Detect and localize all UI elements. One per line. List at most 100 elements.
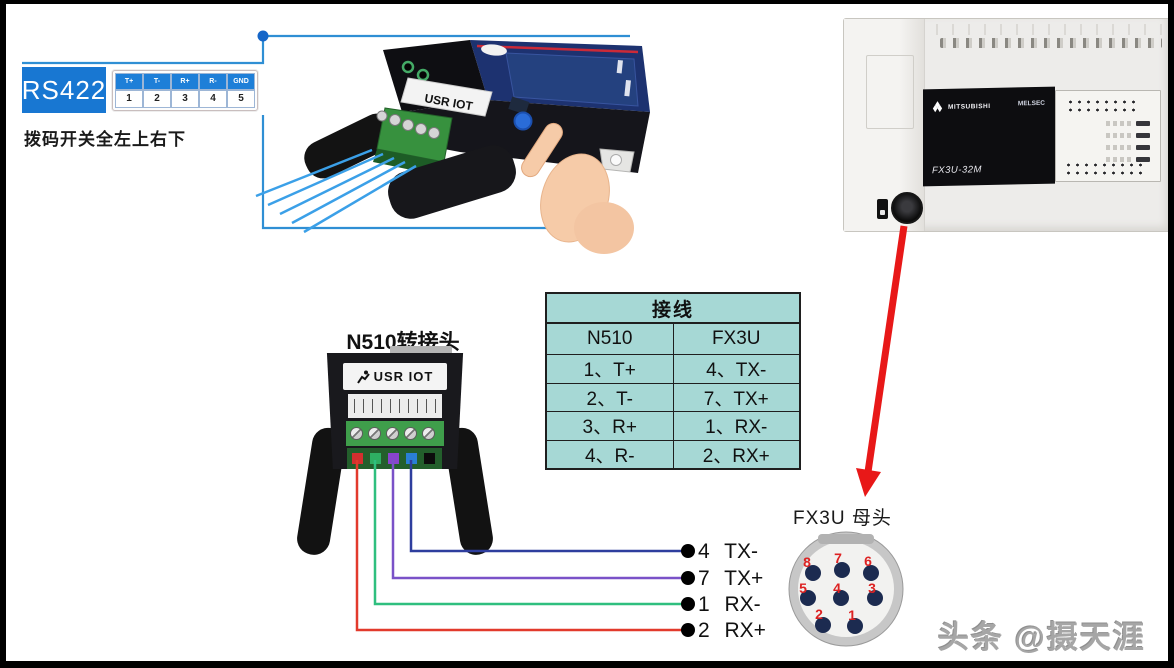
pin-number-6: 6 <box>864 553 872 569</box>
table-cell: 3、R+ <box>582 417 637 439</box>
dip-switch-caption: 拨码开关全左上右下 <box>24 130 186 149</box>
adapter-wire-entries <box>347 448 442 469</box>
connector-shell-left <box>304 113 396 179</box>
wire-entry-blue <box>406 453 417 464</box>
rs422-pin-header-row: T+ T- R+ R- GND <box>115 73 255 90</box>
plc-io-leds-bottom <box>1064 161 1142 176</box>
rs422-label: RS422 <box>21 74 107 105</box>
plc-power-switch <box>877 199 888 219</box>
pin-number: 5 <box>227 90 255 108</box>
plc-led-panel <box>1055 90 1161 182</box>
terminal-screw <box>350 427 363 440</box>
adapter-db9-back <box>390 346 452 355</box>
table-row: 3、R+ 1、RX- <box>547 412 799 441</box>
wiring-table-header-row: N510 FX3U <box>547 324 799 355</box>
wire-purple <box>391 460 688 580</box>
pin-number: 2 <box>143 90 171 108</box>
adapter-terminal-block <box>346 421 444 446</box>
table-cell: 1、T+ <box>583 360 636 382</box>
adapter-pin-markings <box>348 394 442 418</box>
watermark: 头条 @摄天涯 <box>938 620 1146 655</box>
wire-end-dots <box>681 544 695 637</box>
rs422-pinout-table: T+ T- R+ R- GND 1 2 3 4 5 <box>112 70 258 111</box>
table-cell: 1、RX- <box>672 412 800 440</box>
table-row: 2、T- 7、TX+ <box>547 383 800 412</box>
pin-header: GND <box>227 73 255 90</box>
pin-number-8: 8 <box>803 554 811 570</box>
table-cell: 2、RX+ <box>672 440 800 468</box>
plc-vents <box>936 24 1164 35</box>
wire-entry-green <box>370 453 381 464</box>
plc-status-led <box>1106 145 1150 150</box>
pin-number-3: 3 <box>868 580 876 596</box>
plc-round-port <box>891 192 923 224</box>
wire-label-2-rx+: 2 RX+ <box>698 619 766 642</box>
pin-header: R+ <box>171 73 199 90</box>
pin-number-2: 2 <box>815 606 823 622</box>
pin-number: 1 <box>115 90 143 108</box>
connector-key-notch <box>818 534 874 544</box>
blue-button <box>513 111 533 131</box>
wire-red <box>355 460 688 632</box>
wiring-table: 接线 N510 FX3U 1、T+ 4、TX- 2、T- 7、TX+ 3、R+ … <box>545 292 801 470</box>
pin-header: T+ <box>115 73 143 90</box>
plc-terminal-strip <box>940 38 1162 48</box>
mitsubishi-logo-icon <box>932 101 943 113</box>
table-cell: 2、T- <box>586 388 633 410</box>
adapter-brand-text: USR IOT <box>373 369 434 384</box>
fx3u-female-connector: 8 7 6 5 4 3 2 1 <box>788 531 904 647</box>
column-header-fx3u: FX3U <box>672 324 800 354</box>
terminal-screw <box>368 427 381 440</box>
connector-pins <box>800 562 883 634</box>
red-arrow <box>856 225 908 497</box>
pin-header: T- <box>143 73 171 90</box>
mitsubishi-plc-photo: MITSUBISHI MELSEC FX3U-32M <box>843 18 1171 232</box>
pin-number-4: 4 <box>833 580 841 596</box>
pin-number: 4 <box>199 90 227 108</box>
terminal-screw <box>386 427 399 440</box>
plc-cover-outline <box>866 55 914 129</box>
terminal-screw <box>422 427 435 440</box>
connector-pin-numbers: 8 7 6 5 4 3 2 1 <box>799 550 876 623</box>
plc-status-led <box>1106 133 1150 138</box>
wire-blue <box>409 460 688 553</box>
plc-status-led <box>1106 157 1150 162</box>
table-cell: 4、TX- <box>672 355 800 383</box>
wire-label-4-tx-: 4 TX- <box>698 540 758 563</box>
pin-number-1: 1 <box>848 607 856 623</box>
adapter-brand-plate: USR IOT <box>343 363 447 390</box>
table-row: 4、R- 2、RX+ <box>547 440 800 468</box>
wire-entry-red <box>352 453 363 464</box>
table-cell: 4、R- <box>584 445 635 467</box>
running-man-icon <box>356 370 370 384</box>
plc-status-led <box>1106 121 1150 126</box>
usr-label-plate <box>400 77 493 117</box>
terminal-port-icon <box>401 60 415 74</box>
column-header-n510: N510 <box>587 328 633 349</box>
pin-number-7: 7 <box>834 550 842 566</box>
table-cell: 7、TX+ <box>672 383 800 411</box>
rs422-pin-number-row: 1 2 3 4 5 <box>115 90 255 108</box>
wiring-table-title: 接线 <box>547 294 799 324</box>
pin-number: 3 <box>171 90 199 108</box>
pin-header: R- <box>199 73 227 90</box>
rs422-badge: RS422 <box>22 67 106 113</box>
connection-wires <box>355 460 688 632</box>
plc-front-panel: MITSUBISHI MELSEC FX3U-32M <box>923 86 1055 187</box>
fx3u-connector-title: FX3U 母头 <box>793 508 892 529</box>
terminal-screw <box>404 427 417 440</box>
pin-number-5: 5 <box>799 580 807 596</box>
wire-entry-purple <box>388 453 399 464</box>
serial-server-photo: USR IOT <box>255 40 650 254</box>
wire-entry-empty <box>424 453 435 464</box>
device-logo-oval <box>481 44 507 56</box>
wire-green <box>373 460 688 606</box>
wire-label-7-tx+: 7 TX+ <box>698 567 764 590</box>
plc-io-leds-top <box>1066 98 1138 113</box>
connector-shell-right <box>388 145 516 219</box>
callout-dot-top <box>257 30 269 42</box>
pointing-hand <box>521 122 634 254</box>
